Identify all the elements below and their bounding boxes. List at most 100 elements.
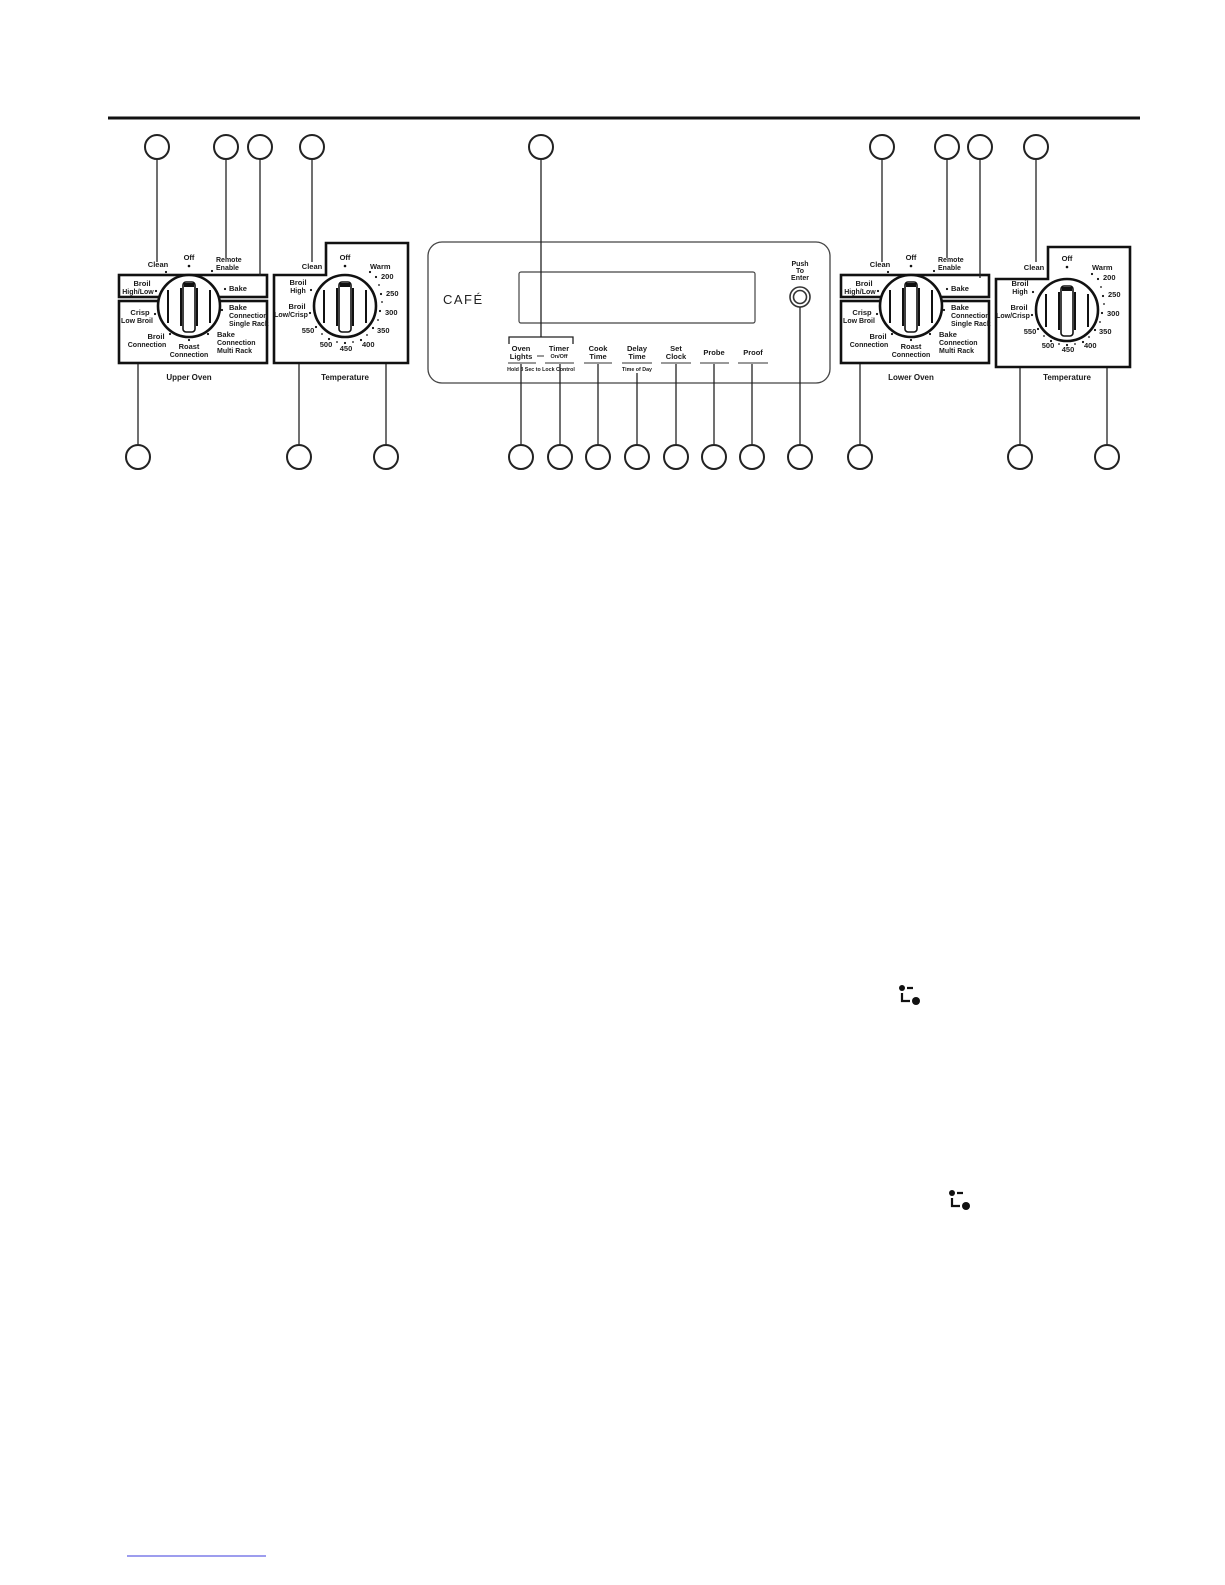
mode-clean-label: Clean — [148, 260, 169, 269]
svg-text:On/Off: On/Off — [550, 354, 567, 360]
temp-200-label: 200 — [381, 272, 394, 281]
mode-roast-label: Roast — [179, 342, 200, 351]
mode-bake-multi-sub1: Connection — [217, 340, 256, 347]
lock-icon — [899, 985, 920, 1005]
enter-label: Enter — [791, 275, 809, 282]
lower-temp-350-label: 350 — [1099, 327, 1112, 336]
mode-bake-single-sub1: Connection — [229, 313, 268, 320]
callout-marker — [739, 444, 765, 470]
set-clock-button[interactable]: Set Clock — [661, 344, 691, 364]
temp-broil-low-sub: Low/Crisp — [274, 312, 308, 319]
lower-temp-450-label: 450 — [1062, 345, 1075, 354]
callout-marker — [299, 134, 325, 160]
lower-temp-250-label: 250 — [1108, 290, 1121, 299]
callout-marker — [869, 134, 895, 160]
callout-marker — [624, 444, 650, 470]
mode-crisp-sub-label: Low Broil — [121, 318, 153, 325]
temp-off-label: Off — [340, 253, 351, 262]
svg-text:Lights: Lights — [510, 352, 533, 361]
callout-marker — [787, 444, 813, 470]
probe-button[interactable]: Probe — [700, 348, 729, 364]
mode-broil-sub-label: High/Low — [122, 289, 154, 296]
lower-mode-roast-sub: Connection — [892, 352, 931, 359]
to-label: To — [796, 268, 804, 275]
lower-mode-remote-enable-label: Remote — [938, 257, 964, 264]
callout-marker — [508, 444, 534, 470]
mode-remote-enable-label: Remote — [216, 257, 242, 264]
callout-marker — [663, 444, 689, 470]
callout-marker — [125, 444, 151, 470]
delay-time-button[interactable]: Delay Time Time of Day — [622, 344, 652, 373]
svg-text:Delay: Delay — [627, 344, 648, 353]
lower-oven-caption: Lower Oven — [888, 373, 934, 382]
center-control-panel: CAFÉ Push To Enter Oven Lights Timer On/… — [427, 241, 831, 384]
lower-temp-550-label: 550 — [1024, 327, 1037, 336]
lower-temp-broil-low-label: Broil — [1010, 303, 1027, 312]
cafe-logo: CAFÉ — [443, 292, 484, 307]
mode-roast-sub: Connection — [170, 352, 209, 359]
svg-text:Cook: Cook — [589, 344, 609, 353]
lower-mode-broil-label: Broil — [855, 279, 872, 288]
temp-250-label: 250 — [386, 289, 399, 298]
push-to-enter-knob[interactable] — [789, 286, 811, 308]
mode-bake-label: Bake — [229, 284, 247, 293]
mode-broil-conv-label: Broil — [147, 332, 164, 341]
mode-remote-enable-label-2: Enable — [216, 265, 239, 272]
lower-mode-bake-single-sub2: Single Rack — [951, 321, 991, 328]
temp-broil-low-label: Broil — [288, 302, 305, 311]
svg-text:Time of Day: Time of Day — [622, 367, 652, 373]
display-window — [518, 271, 756, 324]
callout-marker — [213, 134, 239, 160]
lower-mode-bake-single-sub1: Connection — [951, 313, 990, 320]
mode-broil-conv-sub: Connection — [128, 342, 167, 349]
lower-temp-clean-label: Clean — [1024, 263, 1045, 272]
temp-broil-high-label: Broil — [289, 278, 306, 287]
svg-text:Timer: Timer — [549, 344, 569, 353]
callout-marker — [1094, 444, 1120, 470]
lower-temperature-group: Clean Off Warm Broil High Broil Low/Cris… — [994, 245, 1132, 382]
callout-marker — [286, 444, 312, 470]
lower-mode-crisp-sub-label: Low Broil — [843, 318, 875, 325]
temp-broil-high-sub: High — [290, 288, 306, 295]
lower-temp-400-label: 400 — [1084, 341, 1097, 350]
callout-marker — [847, 444, 873, 470]
mode-off-label: Off — [184, 253, 195, 262]
lower-temperature-caption: Temperature — [1043, 373, 1091, 382]
temp-clean-label: Clean — [302, 262, 323, 271]
temp-500-label: 500 — [320, 340, 333, 349]
mode-crisp-label: Crisp — [130, 308, 150, 317]
lower-temp-broil-high-label: Broil — [1011, 279, 1028, 288]
lower-mode-bake-single-label: Bake — [951, 303, 969, 312]
temp-550-label: 550 — [302, 326, 315, 335]
upper-temperature-caption: Temperature — [321, 373, 369, 382]
push-label: Push — [791, 261, 808, 268]
timer-button[interactable]: Timer On/Off — [545, 344, 574, 364]
callout-marker — [547, 444, 573, 470]
callout-marker — [1007, 444, 1033, 470]
oven-lights-button[interactable]: Oven Lights — [508, 344, 536, 364]
svg-text:Proof: Proof — [743, 348, 763, 357]
upper-temperature-group: Clean Off Warm Broil High Broil Low/Cris… — [272, 241, 410, 382]
lower-mode-broil-conv-sub: Connection — [850, 342, 889, 349]
lower-oven-mode-group: Clean Off Remote Enable Broil High/Low B… — [839, 253, 991, 382]
temp-350-label: 350 — [377, 326, 390, 335]
callout-marker — [528, 134, 554, 160]
svg-text:Clock: Clock — [666, 352, 687, 361]
proof-button[interactable]: Proof — [738, 348, 768, 364]
upper-oven-caption: Upper Oven — [166, 373, 211, 382]
lower-mode-off-label: Off — [906, 253, 917, 262]
lock-control-note: Hold 3 Sec to Lock Control — [507, 367, 575, 373]
lower-temp-broil-low-sub: Low/Crisp — [996, 313, 1030, 320]
lock-icon — [949, 1190, 970, 1210]
lower-mode-bake-multi-sub2: Multi Rack — [939, 348, 974, 355]
lower-mode-crisp-label: Crisp — [852, 308, 872, 317]
lower-mode-bake-label: Bake — [951, 284, 969, 293]
callout-marker — [967, 134, 993, 160]
lower-mode-clean-label: Clean — [870, 260, 891, 269]
lower-mode-bake-multi-label: Bake — [939, 330, 957, 339]
temp-300-label: 300 — [385, 308, 398, 317]
cook-time-button[interactable]: Cook Time — [584, 344, 612, 364]
mode-bake-single-sub2: Single Rack — [229, 321, 269, 328]
lower-temp-200-label: 200 — [1103, 273, 1116, 282]
